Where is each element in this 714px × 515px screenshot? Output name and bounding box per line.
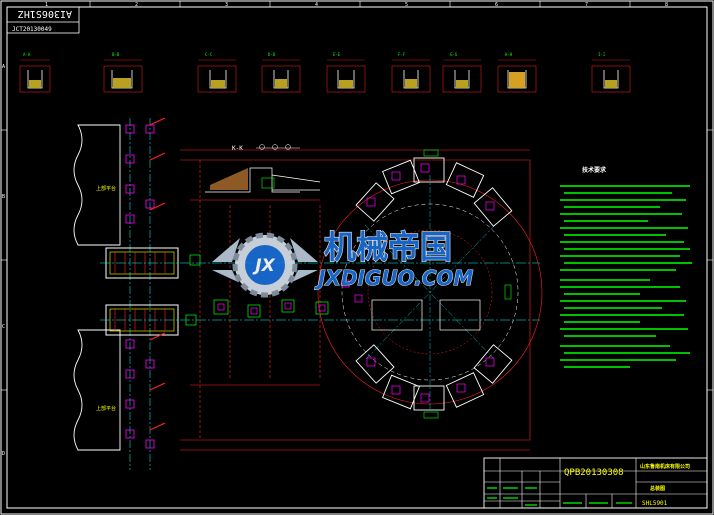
- drawing-name: 总装图: [650, 485, 665, 492]
- technical-notes: 技术要求: [560, 166, 692, 368]
- row-label: C: [2, 324, 5, 330]
- title-block: QPB20130308 山东鲁南机床有限公司 总装图 SHL5901: [483, 457, 708, 509]
- company-name: 山东鲁南机床有限公司: [640, 463, 690, 470]
- section-label: F-F: [398, 52, 406, 57]
- stamp-top-text: AI306S1HZ: [18, 8, 72, 19]
- gantry-stations: [105, 247, 179, 336]
- section-label: C-C: [205, 52, 213, 57]
- drawing-number: QPB20130308: [564, 468, 624, 478]
- section-label: D-D: [268, 52, 276, 57]
- row-label: B: [2, 194, 5, 200]
- gear-wings-logo-icon: JX: [212, 232, 318, 298]
- row-label: D: [2, 451, 5, 457]
- section-details: A-A B-B C-C D-D E-E F-F G-G H-H I-I: [19, 52, 631, 93]
- notes-title: 技术要求: [582, 166, 607, 174]
- platform-label: 上部平台: [96, 185, 116, 192]
- section-label: A-A: [23, 52, 31, 57]
- section-k-detail: K-K: [205, 144, 321, 193]
- section-label: B-B: [112, 52, 120, 57]
- row-label: A: [2, 64, 5, 70]
- col-label: 6: [495, 2, 498, 8]
- section-k-title: K-K: [232, 145, 243, 152]
- platform-label: 上部平台: [96, 405, 116, 412]
- col-label: 3: [225, 2, 228, 8]
- dimension-lines: [149, 117, 531, 451]
- column-line: [125, 118, 155, 470]
- middle-fixtures: [185, 254, 329, 326]
- section-label: H-H: [505, 52, 513, 57]
- col-label: 7: [585, 2, 588, 8]
- stamp-code-text: JCT20130049: [12, 26, 52, 33]
- left-platform-outlines: [73, 124, 121, 451]
- col-label: 8: [665, 2, 668, 8]
- watermark: JX 机械帝国 JXDIGUO.COM: [212, 227, 474, 298]
- section-label: G-G: [450, 52, 458, 57]
- middle-parts: [217, 279, 363, 315]
- model-number: SHL5901: [642, 500, 668, 507]
- col-label: 2: [135, 2, 138, 8]
- section-label: E-E: [333, 52, 341, 57]
- col-label: 4: [315, 2, 318, 8]
- logo-letters: JX: [252, 256, 275, 276]
- watermark-cn: 机械帝国: [324, 228, 452, 266]
- col-label: 1: [45, 2, 48, 8]
- section-label: I-I: [598, 52, 606, 57]
- watermark-en: JXDIGUO.COM: [314, 266, 473, 290]
- col-label: 5: [405, 2, 408, 8]
- rotary-ring: [317, 149, 543, 419]
- drawing-stamp: AI306S1HZ JCT20130049: [6, 6, 80, 34]
